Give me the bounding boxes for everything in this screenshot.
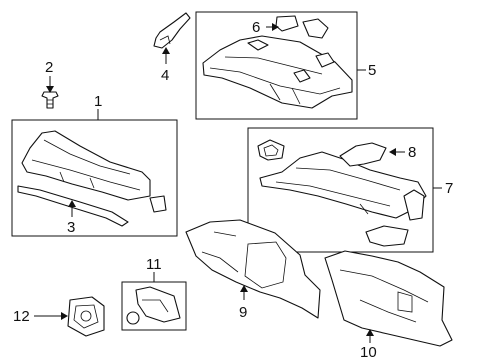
part-2-fastener	[41, 91, 59, 109]
callout-1: 1	[94, 93, 102, 110]
callout-10: 10	[360, 344, 377, 360]
group-5-box	[195, 11, 358, 120]
callout-9: 9	[239, 304, 247, 321]
callout-4: 4	[161, 67, 169, 84]
part-10-insulator	[324, 250, 453, 347]
callout-6: 6	[252, 19, 260, 36]
group-11-box	[121, 281, 187, 331]
group-7-box	[247, 127, 434, 253]
callout-5: 5	[368, 62, 376, 79]
part-9-dash-panel	[185, 219, 321, 319]
callout-7: 7	[445, 180, 453, 197]
part-12-grommet	[67, 296, 105, 337]
part-4-bracket	[153, 12, 191, 49]
callout-2: 2	[45, 59, 53, 76]
leader-lines	[34, 23, 442, 343]
callout-3: 3	[67, 219, 75, 236]
callout-12: 12	[13, 308, 30, 325]
group-1-box	[11, 119, 178, 237]
callout-8: 8	[408, 144, 416, 161]
callout-11: 11	[146, 256, 162, 273]
